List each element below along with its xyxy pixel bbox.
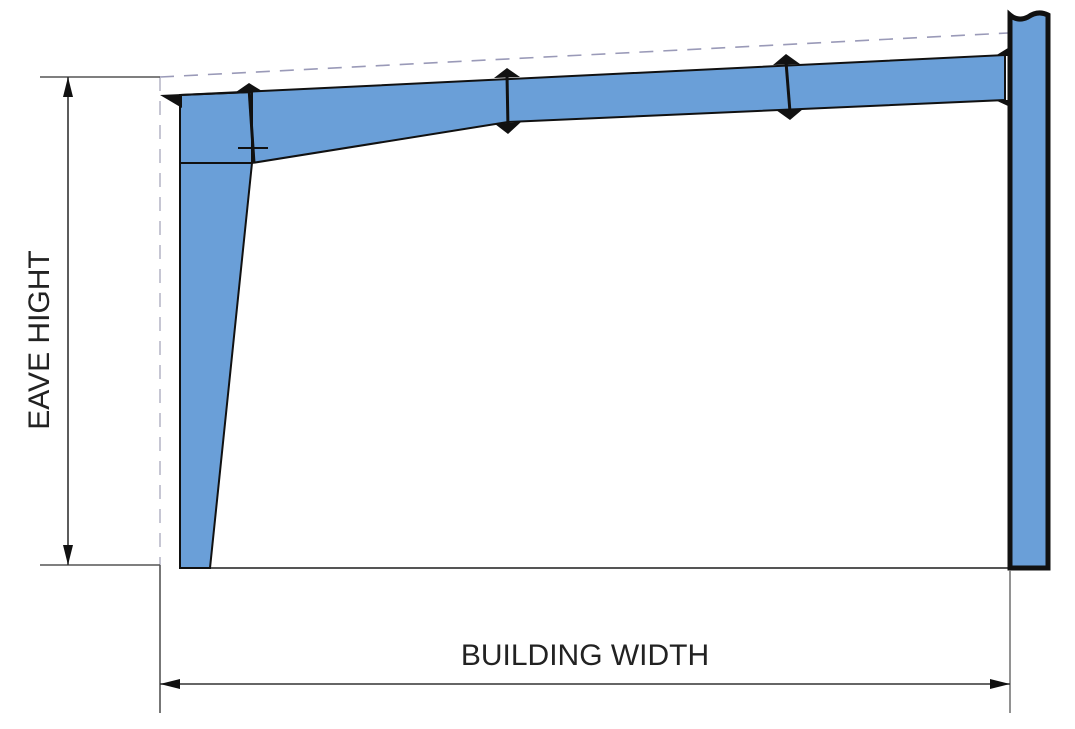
- eave-height-dimension: [40, 76, 160, 566]
- eave-height-label: EAVE HIGHT: [23, 250, 56, 429]
- building-width-dimension: [159, 565, 1011, 713]
- splice-1: [236, 83, 268, 164]
- building-width-label: BUILDING WIDTH: [461, 639, 709, 672]
- right-column: [1007, 9, 1051, 571]
- splice-3: [773, 54, 803, 120]
- splice-2: [494, 68, 521, 134]
- roof-reference-dashed-line: [159, 32, 1009, 78]
- knee-bracket: [160, 94, 182, 108]
- right-bracket-bottom: [995, 100, 1008, 106]
- right-bracket-top: [995, 48, 1008, 56]
- rafter: [179, 53, 1006, 165]
